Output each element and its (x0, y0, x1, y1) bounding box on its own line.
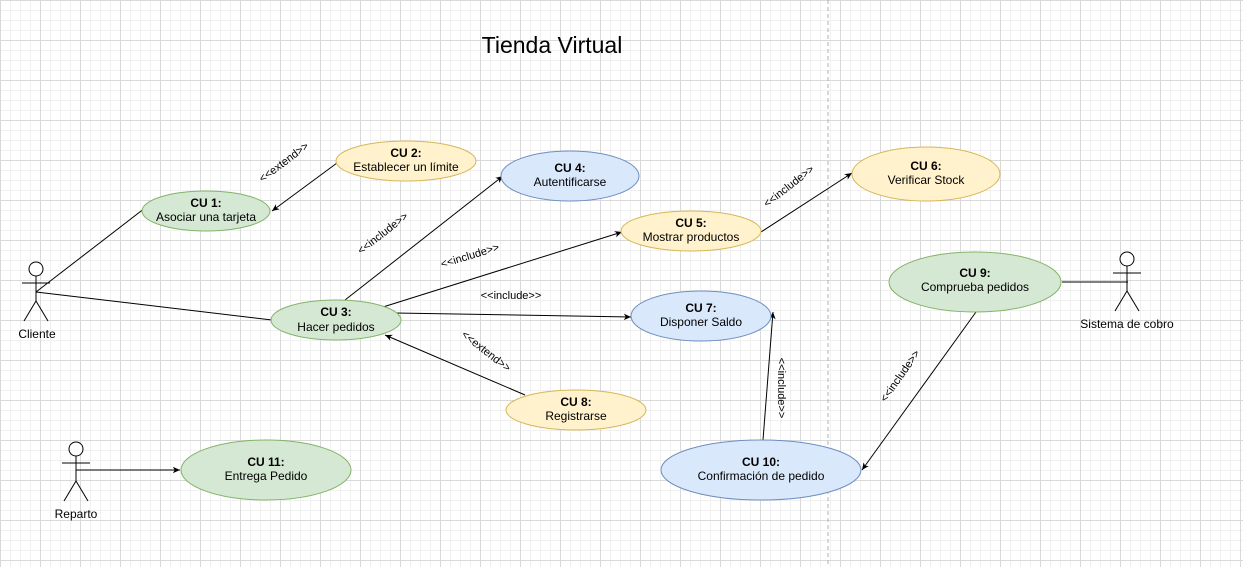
edge-cu3-cu7 (394, 312, 632, 321)
actor-label-sistema-de-cobro: Sistema de cobro (1080, 317, 1174, 331)
actor-reparto[interactable] (62, 441, 90, 502)
label-cu8-cu3: <<extend>> (459, 329, 513, 375)
stick-figure-icon (62, 441, 90, 502)
uc-name: Comprueba pedidos (921, 280, 1029, 294)
label-cu3-cu5: <<include>> (439, 242, 500, 271)
label-cu2-cu1: <<extend>> (257, 140, 311, 185)
edge-cu5-cu6 (760, 172, 853, 233)
use-case-cu5[interactable]: CU 5: Mostrar productos (620, 210, 762, 252)
edge-cu10-cu7 (762, 311, 776, 441)
label-cu10-cu7: <<include>> (775, 358, 787, 419)
uc-title: CU 6: (910, 159, 941, 173)
assoc-cliente-cu1 (35, 207, 146, 293)
use-case-cu11[interactable]: CU 11: Entrega Pedido (180, 439, 352, 501)
uc-name: Registrarse (545, 409, 607, 423)
uc-title: CU 8: (560, 395, 591, 409)
uc-title: CU 3: (320, 305, 351, 319)
use-case-cu6[interactable]: CU 6: Verificar Stock (851, 146, 1001, 202)
uc-name: Establecer un límite (353, 160, 459, 174)
label-cu3-cu4: <<include>> (356, 210, 411, 257)
uc-title: CU 7: (685, 301, 716, 315)
uc-name: Autentificarse (534, 175, 607, 189)
edge-cu8-cu3 (384, 334, 526, 396)
use-case-cu8[interactable]: CU 8: Registrarse (505, 389, 647, 431)
label-cu3-cu7: <<include>> (481, 290, 542, 302)
uc-title: CU 1: (190, 196, 221, 210)
uc-title: CU 5: (675, 216, 706, 230)
actor-label-cliente: Cliente (18, 327, 56, 341)
uc-title: CU 4: (554, 161, 585, 175)
label-cu9-cu10: <<include>> (878, 348, 923, 404)
actor-cliente[interactable] (22, 261, 50, 322)
edge-cu2-cu1 (271, 162, 338, 212)
use-case-cu7[interactable]: CU 7: Disponer Saldo (630, 290, 772, 342)
actor-label-reparto: Reparto (55, 507, 98, 521)
use-case-cu1[interactable]: CU 1: Asociar una tarjeta (141, 190, 271, 232)
use-case-cu9[interactable]: CU 9: Comprueba pedidos (888, 251, 1062, 313)
edge-cu3-cu5 (382, 231, 623, 308)
uc-name: Disponer Saldo (660, 315, 742, 329)
stick-figure-icon (22, 261, 50, 322)
use-case-cu2[interactable]: CU 2: Establecer un límite (335, 140, 477, 182)
uc-title: CU 2: (390, 146, 421, 160)
uc-name: Verificar Stock (888, 173, 966, 187)
diagram-title: Tienda Virtual (482, 32, 623, 58)
assoc-cliente-cu3 (35, 291, 273, 321)
uc-name: Hacer pedidos (297, 320, 374, 334)
uc-title: CU 9: (959, 266, 990, 280)
actor-sistema-de-cobro[interactable] (1113, 251, 1141, 312)
uc-name: Mostrar productos (643, 230, 740, 244)
uc-name: Confirmación de pedido (698, 469, 825, 483)
uc-title: CU 10: (742, 455, 780, 469)
uc-title: CU 11: (247, 455, 284, 469)
uc-name: Asociar una tarjeta (156, 210, 256, 224)
uc-name: Entrega Pedido (225, 469, 308, 483)
edge-cu3-cu4 (344, 175, 504, 301)
use-case-cu3[interactable]: CU 3: Hacer pedidos (270, 299, 402, 341)
use-case-cu10[interactable]: CU 10: Confirmación de pedido (660, 439, 862, 501)
use-case-cu4[interactable]: CU 4: Autentificarse (500, 150, 640, 202)
edge-cu9-cu10 (861, 311, 977, 471)
stick-figure-icon (1113, 251, 1141, 312)
label-cu5-cu6: <<include>> (762, 163, 817, 210)
